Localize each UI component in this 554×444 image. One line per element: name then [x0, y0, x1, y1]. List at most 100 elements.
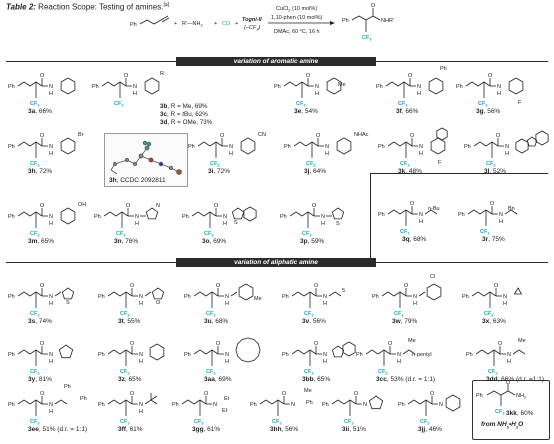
- amide-n: N: [363, 402, 367, 408]
- compound-label: 3w, 79%: [392, 318, 418, 325]
- substrate-double-bond: [161, 17, 170, 23]
- amide-h: H: [419, 219, 423, 225]
- amide-n: N: [133, 84, 137, 90]
- product-ph: Ph: [342, 18, 349, 24]
- compound-label: 3g, 56%: [476, 108, 501, 115]
- plus-2: +: [214, 21, 217, 27]
- caption-footnote: [a]: [163, 2, 169, 8]
- r-list-item: 3d, R = OMe, 73%: [160, 119, 213, 127]
- amide-h: H: [419, 151, 423, 157]
- carbonyl-o: O: [40, 341, 45, 347]
- cf3-group: CF3: [194, 419, 203, 426]
- amide-h: H: [49, 301, 53, 307]
- compound-label: 3gg, 61%: [192, 426, 221, 433]
- plus-3: +: [235, 21, 238, 27]
- aromatic-section-banner: variation of aromatic amine: [176, 57, 376, 66]
- amide-h: H: [413, 301, 417, 307]
- ph-group: Ph: [94, 214, 101, 220]
- amide-n: N: [49, 144, 53, 150]
- amide-n: N: [325, 144, 329, 150]
- amide-h: H: [323, 359, 327, 365]
- carbonyl-o: O: [40, 73, 45, 79]
- svg-text:CF3: CF3: [495, 409, 504, 416]
- substituent-label: Ph: [64, 384, 71, 390]
- carbonyl-o: O: [124, 73, 129, 79]
- cf3-group: CF3: [30, 311, 39, 318]
- carbonyl-o: O: [216, 283, 221, 289]
- carbonyl-o: O: [410, 133, 415, 139]
- cf3-group: CF3: [480, 229, 489, 236]
- amine-reagent: R'—NH2: [182, 21, 203, 28]
- r-group: R: [160, 71, 164, 77]
- amide-h: H: [49, 91, 53, 97]
- amide-n: N: [499, 212, 503, 218]
- svg-text:NH2: NH2: [516, 393, 526, 400]
- ph-group: Ph: [182, 214, 189, 220]
- compound-label: 3e, 54%: [294, 108, 318, 115]
- ph-group: Ph: [456, 84, 463, 90]
- compound-label: 3o, 69%: [202, 238, 227, 245]
- carbonyl-o: O: [282, 391, 287, 397]
- compound-label: 3m, 65%: [28, 238, 55, 245]
- amide-n: N: [503, 294, 507, 300]
- product-o: O: [371, 3, 376, 9]
- cf3-group: CF3: [478, 101, 487, 108]
- ph-group: Ph: [280, 214, 287, 220]
- cf3-group: CF3: [30, 419, 39, 426]
- compound-label: 3y, 81%: [28, 376, 52, 383]
- cf3-group: CF3: [486, 161, 495, 168]
- caption-label: Table 2:: [6, 2, 36, 12]
- cf3-group: CF3: [398, 101, 407, 108]
- amide-h: H: [323, 301, 327, 307]
- ph-group: Ph: [8, 144, 15, 150]
- ph-group: Ph: [464, 144, 471, 150]
- cf3-group: CF3: [206, 369, 215, 376]
- amide-n: N: [417, 84, 421, 90]
- amide-n: N: [225, 352, 229, 358]
- substituent-label: NHAc: [354, 132, 369, 138]
- amide-h: H: [135, 221, 139, 227]
- compound-label: 3aa, 69%: [204, 376, 232, 383]
- amide-h: H: [397, 359, 401, 365]
- cf3-group: CF3: [304, 369, 313, 376]
- carbonyl-o: O: [40, 203, 45, 209]
- amide-h: H: [503, 301, 507, 307]
- product-cf3: CF3: [362, 35, 371, 42]
- carbonyl-o: O: [314, 341, 319, 347]
- ph-group: Ph: [376, 84, 383, 90]
- cf3-group: CF3: [304, 311, 313, 318]
- ph-group: Ph: [184, 294, 191, 300]
- compound-3kk-label: 3kk, 60%: [506, 410, 534, 417]
- amide-n: N: [419, 212, 423, 218]
- carbonyl-o: O: [40, 133, 45, 139]
- ph-group: Ph: [8, 352, 15, 358]
- cf3-group: CF3: [394, 311, 403, 318]
- cf3-group: CF3: [120, 369, 129, 376]
- amide-n: N: [315, 84, 319, 90]
- cf3-group: CF3: [272, 419, 281, 426]
- amide-n: N: [139, 352, 143, 358]
